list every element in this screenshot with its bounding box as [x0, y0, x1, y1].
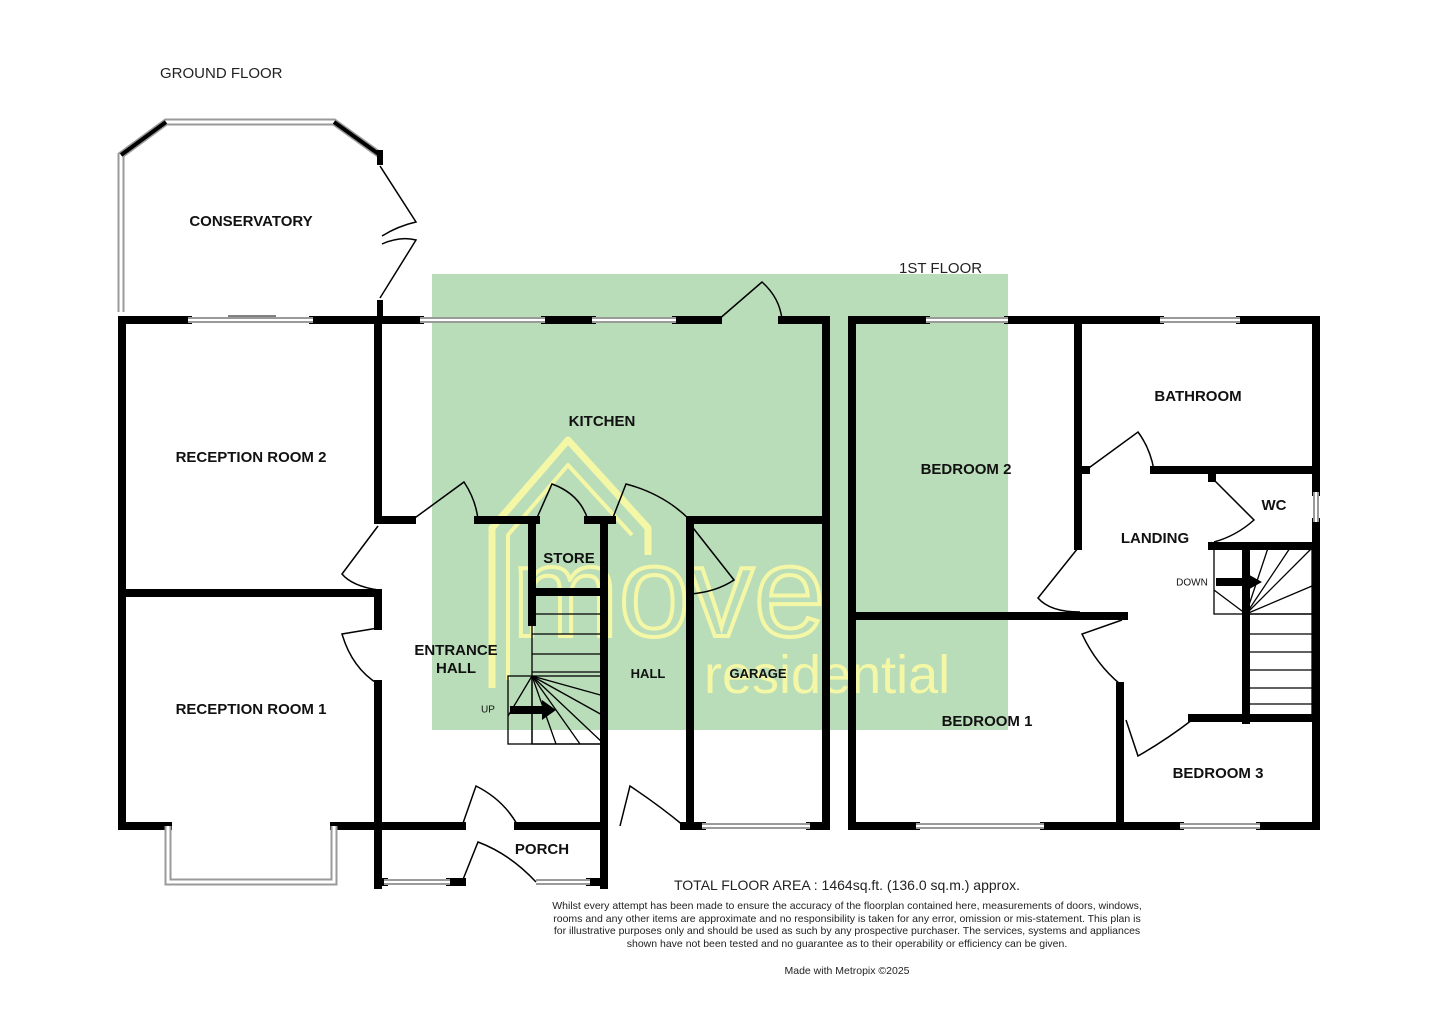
total-floor-area: TOTAL FLOOR AREA : 1464sq.ft. (136.0 sq.…: [673, 877, 1021, 893]
conservatory-door: [379, 165, 418, 299]
room-label-store: STORE: [543, 550, 595, 567]
up-arrow: [510, 700, 556, 720]
room-label-bedroom-2: BEDROOM 2: [920, 461, 1012, 478]
room-label-bathroom: BATHROOM: [1154, 388, 1242, 405]
room-label-conservatory: CONSERVATORY: [189, 213, 313, 230]
reception2-door: [341, 525, 379, 591]
room-label-bedroom-1: BEDROOM 1: [941, 713, 1033, 730]
hall-door: [611, 483, 691, 521]
ground-floor-doors: [341, 281, 783, 883]
watermark-panel: [432, 274, 1008, 730]
room-label-porch: PORCH: [514, 841, 570, 858]
store-door: [535, 483, 589, 521]
room-label-hall: HALL: [630, 666, 666, 681]
watermark-house-inner: [506, 463, 634, 680]
kitchen-back-door: [717, 281, 783, 321]
bedroom2-door: [1037, 547, 1081, 613]
first-floor-stairs: [1213, 547, 1313, 719]
porch-inner-door: [461, 784, 519, 827]
room-label-wc: WC: [1261, 497, 1287, 514]
first-floor-title: 1ST FLOOR: [899, 260, 983, 277]
stairs-down-label: DOWN: [1176, 577, 1208, 589]
ground-floor-title: GROUND FLOOR: [160, 65, 283, 82]
metropix-credit: Made with Metropix ©2025: [784, 965, 910, 977]
room-label-reception-1: RECEPTION ROOM 1: [175, 701, 327, 718]
garage-door: [689, 523, 736, 595]
wc-door: [1211, 477, 1256, 543]
watermark-logo: [488, 436, 652, 688]
porch-front-door: [461, 841, 537, 883]
first-floor-doors: [1037, 430, 1256, 758]
reception1-door: [341, 627, 379, 685]
room-label-garage: GARAGE: [729, 666, 787, 681]
conservatory-outline: [117, 118, 418, 318]
kitchen-door: [411, 480, 479, 521]
watermark-house-outline: [488, 436, 652, 688]
hall-side-door: [619, 784, 685, 827]
down-arrow: [1216, 572, 1262, 592]
room-label-kitchen: KITCHEN: [568, 413, 636, 430]
bedroom1-door: [1080, 619, 1123, 685]
room-label-bedroom-3: BEDROOM 3: [1172, 765, 1264, 782]
room-label-entrance-hall: ENTRANCE HALL: [414, 642, 498, 677]
bedroom3-door: [1125, 719, 1193, 758]
bathroom-door: [1085, 430, 1155, 471]
first-floor-windows: [916, 317, 1319, 829]
stairs-up-label: UP: [481, 704, 495, 716]
ground-floor-windows: [164, 315, 810, 886]
room-label-landing: LANDING: [1120, 530, 1190, 547]
disclaimer-text: Whilst every attempt has been made to en…: [552, 900, 1142, 950]
room-label-reception-2: RECEPTION ROOM 2: [175, 449, 327, 466]
